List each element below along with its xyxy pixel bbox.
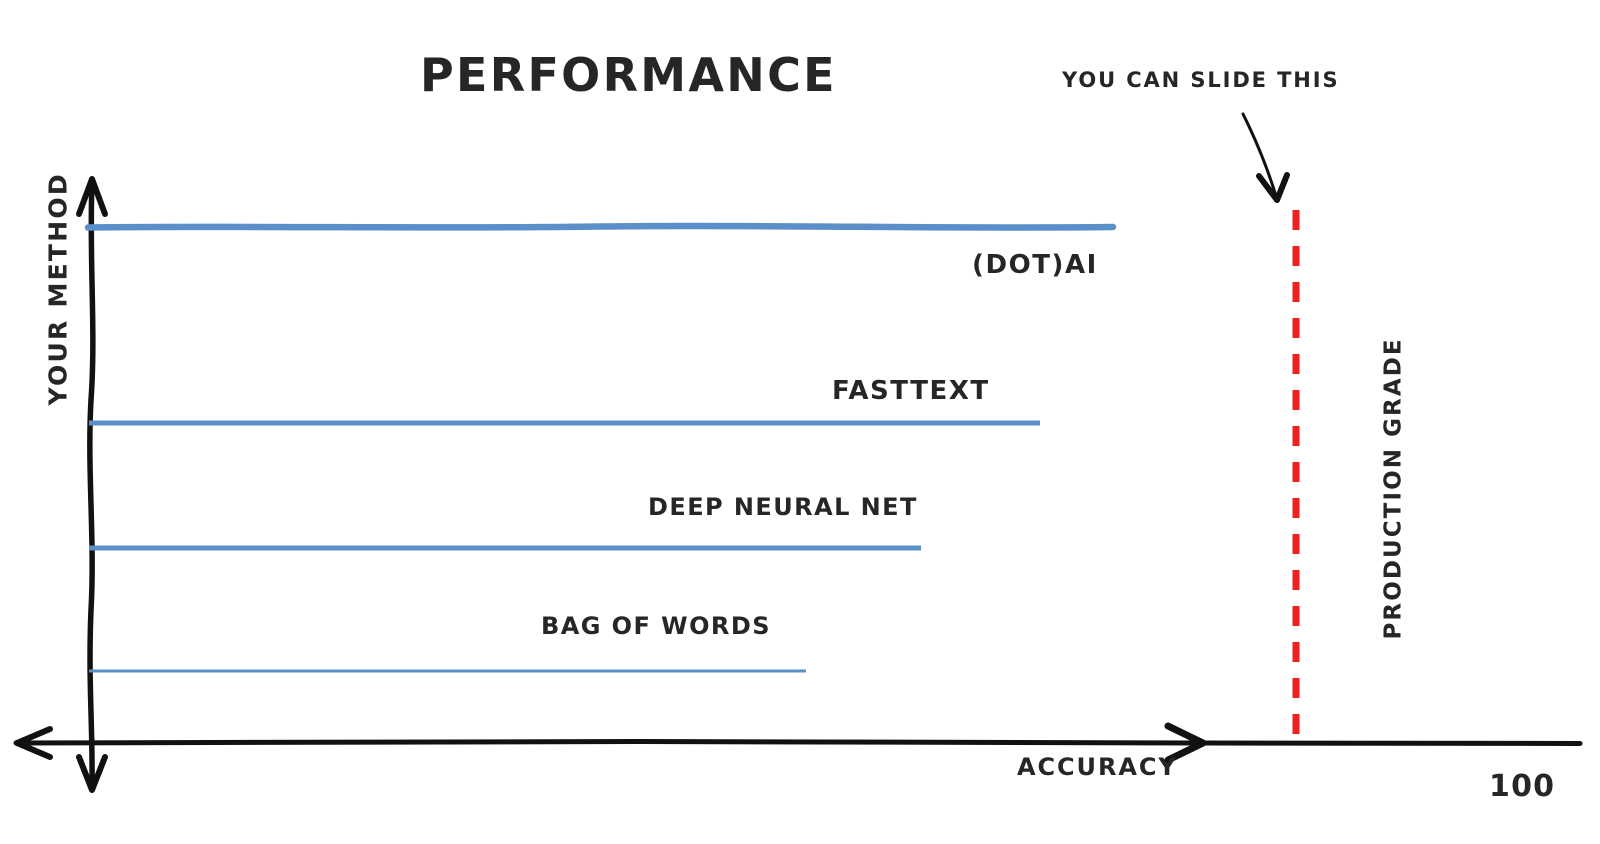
page-title: PERFORMANCE (420, 48, 837, 102)
x-axis-left-arrowhead (14, 726, 53, 760)
y-axis (76, 176, 108, 793)
bar-dot-ai (84, 222, 1117, 231)
bar-label-fasttext: FASTTEXT (832, 376, 990, 406)
y-axis-down-arrowhead (76, 754, 108, 793)
bar-label-bag-of-words: BAG OF WORDS (541, 612, 771, 640)
annotation-arrow-icon (1241, 112, 1290, 203)
slide-hint-annotation: YOU CAN SLIDE THIS (1062, 68, 1340, 92)
bar-label-dot-ai: (DOT)AI (972, 250, 1098, 280)
x-axis (13, 722, 1583, 764)
y-axis-up-arrowhead (76, 176, 108, 217)
threshold-label: PRODUCTION GRADE (1380, 337, 1407, 640)
bar-label-deep-neural-net: DEEP NEURAL NET (648, 493, 918, 521)
x-axis-right-arrowhead (1164, 722, 1207, 764)
bar-series (84, 222, 1117, 673)
x-axis-max-tick-label: 100 (1489, 769, 1556, 804)
y-axis-label: YOUR METHOD (43, 172, 73, 406)
x-axis-label: ACCURACY (1017, 753, 1178, 781)
